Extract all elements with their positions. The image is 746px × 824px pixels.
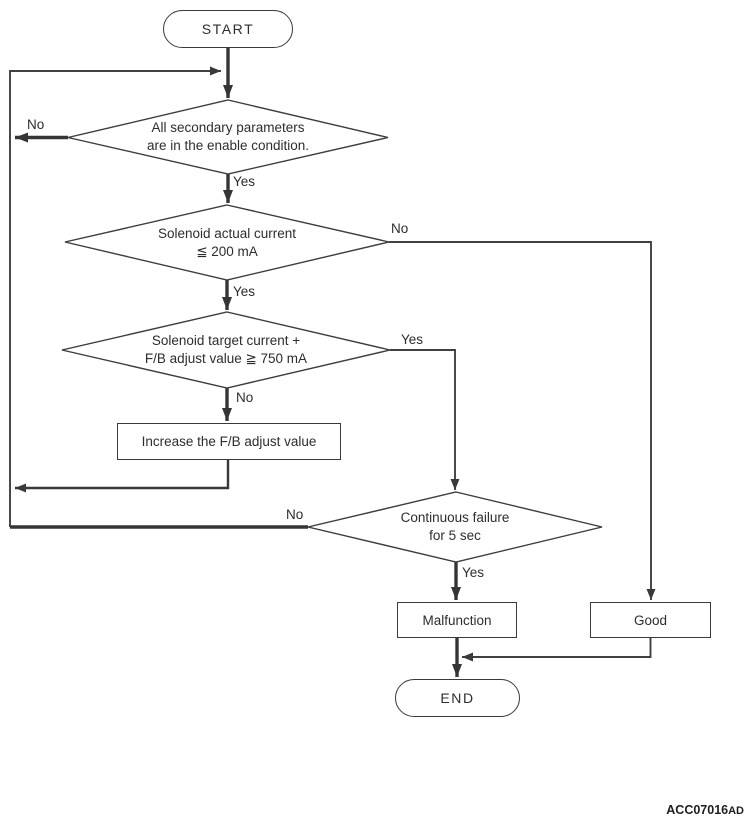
edge-label-enable-yes: Yes: [233, 174, 256, 189]
node-malfunction-label: Malfunction: [422, 612, 492, 628]
figure-code: ACC07016AD: [666, 801, 744, 819]
decision-enable-shape: [67, 99, 389, 175]
edge-target-yes-to-failure-check: [390, 349, 460, 490]
edge-label-target-no: No: [236, 390, 254, 405]
decision-actual-current-line1: Solenoid actual current: [157, 225, 297, 241]
node-end: END: [395, 679, 520, 717]
decision-enable-text: All secondary parameters are in the enab…: [68, 100, 388, 174]
decision-enable-line2: are in the enable condition.: [146, 138, 310, 153]
node-start: START: [163, 10, 293, 48]
node-end-label: END: [440, 690, 475, 706]
edge-label-target-yes: Yes: [401, 332, 424, 347]
edge-return-loop: [9, 66, 221, 527]
node-malfunction: Malfunction: [397, 602, 517, 638]
edge-label-actual-no: No: [391, 221, 409, 236]
edge-increase-return: [15, 460, 230, 493]
edge-label-actual-yes: Yes: [233, 284, 256, 299]
node-start-label: START: [201, 21, 255, 37]
decision-actual-current-shape: [64, 204, 390, 281]
decision-target-current-text: Solenoid target current + F/B adjust val…: [62, 312, 390, 388]
node-good: Good: [590, 602, 711, 638]
node-good-label: Good: [633, 612, 668, 628]
figure-code-main: ACC07016: [666, 803, 729, 817]
decision-actual-current-text: Solenoid actual current ≦ 200 mA: [65, 205, 389, 280]
edge-actual-no-to-good: [389, 241, 656, 600]
decision-continuous-failure-line2: for 5 sec: [429, 528, 481, 543]
decision-enable-line1: All secondary parameters: [151, 120, 305, 135]
decision-target-current-line1: Solenoid target current +: [151, 333, 301, 348]
decision-target-current-line2: F/B adjust value ≧ 750 mA: [144, 351, 308, 366]
decision-continuous-failure-line1: Continuous failure: [400, 510, 510, 525]
edge-good-merge: [462, 638, 652, 662]
decision-continuous-failure-shape: [307, 491, 603, 563]
decision-actual-current-line2: ≦ 200 mA: [196, 243, 258, 259]
edge-label-enable-no: No: [27, 117, 45, 132]
figure-code-suffix: AD: [728, 805, 744, 817]
node-increase-fb-label: Increase the F/B adjust value: [141, 434, 317, 449]
decision-continuous-failure-text: Continuous failure for 5 sec: [308, 492, 602, 562]
decision-target-current-shape: [61, 311, 391, 389]
node-increase-fb: Increase the F/B adjust value: [117, 423, 341, 460]
edge-label-failure-yes: Yes: [462, 565, 485, 580]
edge-label-failure-no: No: [286, 507, 304, 522]
